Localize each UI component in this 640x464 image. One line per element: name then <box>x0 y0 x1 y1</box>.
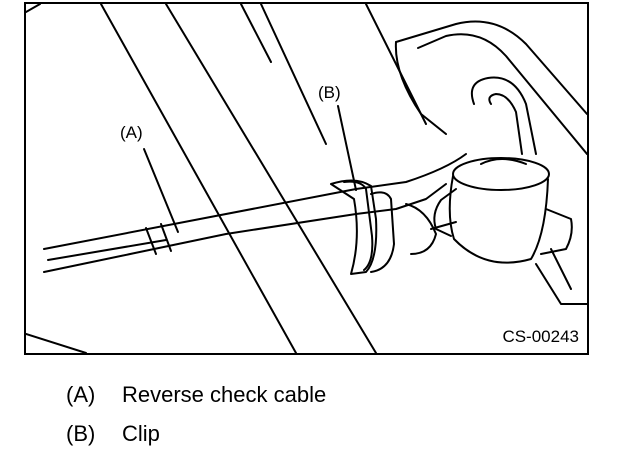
cable-end <box>433 157 573 264</box>
legend-item-b: (B) Clip <box>66 423 160 445</box>
legend-label-a: Reverse check cable <box>122 382 327 407</box>
legend-item-a: (A) Reverse check cable <box>66 384 326 406</box>
legend-label-b: Clip <box>122 421 160 446</box>
callout-label-b: (B) <box>318 83 341 102</box>
leader-line-b <box>337 105 357 191</box>
elbow-tube <box>470 76 537 155</box>
leader-line-a <box>143 148 179 233</box>
line-drawing <box>26 4 587 353</box>
background-panel-lines <box>26 4 427 353</box>
figure-code: CS-00243 <box>502 327 579 346</box>
legend-key-b: (B) <box>66 421 96 446</box>
legend-key-a: (A) <box>66 382 96 407</box>
cable <box>43 153 467 273</box>
callout-label-a: (A) <box>120 123 143 142</box>
clip <box>330 179 395 275</box>
housing <box>394 20 587 305</box>
figure-frame: (A) (B) CS-00243 <box>24 2 589 355</box>
